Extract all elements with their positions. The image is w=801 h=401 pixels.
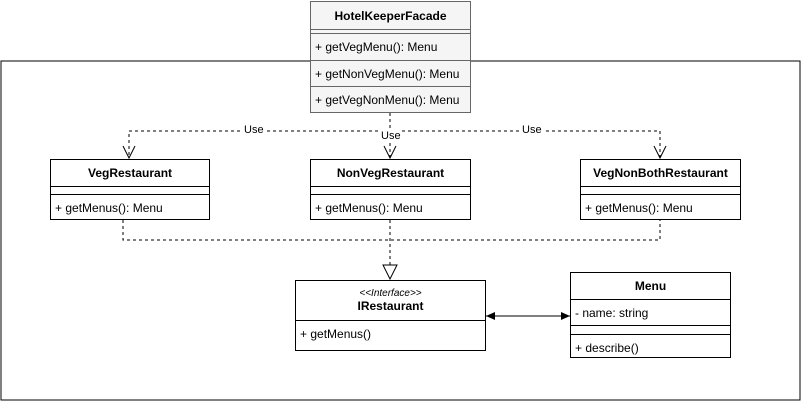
class-name: VegRestaurant xyxy=(87,166,173,180)
class-name: VegNonBothRestaurant xyxy=(593,166,728,180)
arrowhead-vegnonboth xyxy=(653,145,667,160)
method: + getVegMenu(): Menu xyxy=(311,33,470,60)
stereotype: <<Interface>> xyxy=(359,288,422,299)
method: + getMenus() xyxy=(296,320,485,346)
association-arrow-left xyxy=(486,312,495,320)
use-label-center: Use xyxy=(380,130,402,142)
class-menu: Menu - name: string + describe() xyxy=(570,272,731,358)
class-vegrestaurant: VegRestaurant + getMenus(): Menu xyxy=(50,159,210,220)
interface-name: IRestaurant xyxy=(357,299,424,313)
method-divider xyxy=(571,325,730,334)
arrowhead-veg xyxy=(122,145,136,160)
use-dependency-vegnonboth xyxy=(390,130,661,158)
attribute-divider xyxy=(311,29,470,33)
realizations xyxy=(122,220,661,265)
class-vegnonbothrestaurant: VegNonBothRestaurant + getMenus(): Menu xyxy=(580,159,741,220)
class-nonvegrestaurant: NonVegRestaurant + getMenus(): Menu xyxy=(310,159,471,220)
interface-irestaurant: <<Interface>> IRestaurant + getMenus() xyxy=(295,280,486,351)
attribute: - name: string xyxy=(571,299,730,325)
method: + describe() xyxy=(571,334,730,360)
arrowhead-nonveg xyxy=(383,145,397,160)
use-arrowheads xyxy=(122,145,667,160)
method: + getMenus(): Menu xyxy=(581,194,740,220)
method: + getNonVegMenu(): Menu xyxy=(311,60,470,86)
attribute-divider xyxy=(581,186,740,194)
use-label-right: Use xyxy=(521,124,543,136)
method: + getMenus(): Menu xyxy=(311,194,470,220)
realization-triangle xyxy=(382,264,398,281)
attribute-divider xyxy=(311,186,470,194)
interface-header: <<Interface>> IRestaurant xyxy=(296,281,485,320)
realization-veg xyxy=(122,220,661,241)
method: + getVegNonMenu(): Menu xyxy=(311,86,470,112)
attribute-divider xyxy=(51,186,209,194)
association-arrow-right xyxy=(561,312,570,320)
class-name: HotelKeeperFacade xyxy=(334,8,447,23)
class-hotelkeeperfacade: HotelKeeperFacade + getVegMenu(): Menu +… xyxy=(310,1,471,113)
class-name: Menu xyxy=(634,279,667,293)
method: + getMenus(): Menu xyxy=(51,194,209,220)
use-label-left: Use xyxy=(243,124,265,136)
use-dependencies xyxy=(128,113,661,158)
class-name: NonVegRestaurant xyxy=(336,166,445,180)
